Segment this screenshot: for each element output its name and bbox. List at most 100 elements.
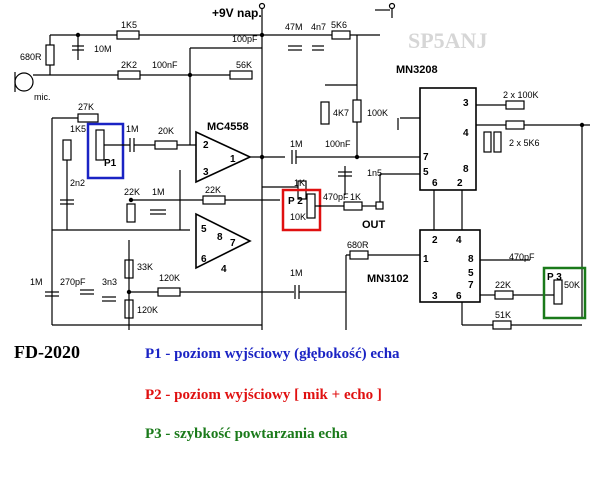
microphone-icon — [14, 72, 34, 92]
opamp-2 — [195, 212, 252, 270]
label-680r-top: 680R — [20, 52, 42, 62]
resistor-51k — [492, 320, 512, 330]
resistor-100k — [352, 99, 362, 123]
label-20k: 20K — [158, 126, 174, 136]
label-470pf-b: 470pF — [509, 252, 535, 262]
label-2x5k6: 2 x 5K6 — [509, 138, 540, 148]
label-51k: 51K — [495, 310, 511, 320]
opamp2-pin5: 5 — [201, 224, 207, 235]
mn3102-pin4: 4 — [456, 235, 462, 246]
supply-terminal — [258, 2, 266, 10]
label-33k: 33K — [137, 262, 153, 272]
pot-p3-label: P 3 — [547, 272, 562, 283]
pot-p2-value: 10K — [290, 212, 306, 222]
pot-p2-label: P 2 — [288, 196, 303, 207]
label-2n2: 2n2 — [70, 178, 85, 188]
pot-p1-label: P1 — [104, 158, 117, 169]
mn3208-pin2: 2 — [457, 178, 463, 189]
resistor-56k — [229, 70, 253, 80]
resistor-27k — [77, 113, 99, 123]
mn3208-pin7: 7 — [423, 152, 429, 163]
label-1m-c: 1M — [30, 277, 43, 287]
label-27k: 27K — [78, 102, 94, 112]
junction — [354, 154, 360, 160]
label-1n5: 1n5 — [367, 168, 382, 178]
opamp-1 — [195, 130, 252, 184]
junction — [187, 72, 193, 78]
resistor-2k2 — [117, 70, 141, 80]
label-470pf-a: 470pF — [323, 192, 349, 202]
mn3208-pin4: 4 — [463, 128, 469, 139]
opamp1-pin2: 2 — [203, 140, 209, 151]
label-120k-b: 120K — [137, 305, 158, 315]
label-100nf-1: 100nF — [152, 60, 178, 70]
opamp2-pin4: 4 — [221, 264, 227, 275]
pot-p1-value: 1M — [126, 124, 139, 134]
ic-mn3102 — [419, 229, 481, 303]
opamp2-pin7: 7 — [230, 238, 236, 249]
supply-label: +9V nap. — [212, 6, 262, 20]
junction — [579, 122, 585, 128]
ic-mn3208-label: MN3208 — [396, 64, 438, 76]
watermark: SP5ANJ — [408, 28, 487, 53]
ic-mn3102-label: MN3102 — [367, 273, 409, 285]
opamp2-pin6: 6 — [201, 254, 207, 265]
mic-label: mic. — [34, 92, 51, 102]
mn3208-pin3: 3 — [463, 98, 469, 109]
label-22k-2: 22K — [205, 185, 221, 195]
label-1m-a: 1M — [152, 187, 165, 197]
pot-p3-resistor[interactable] — [553, 279, 563, 305]
label-1k5: 1K5 — [121, 20, 137, 30]
pot-p1-highlight — [86, 122, 125, 180]
mn3102-pin3: 3 — [432, 291, 438, 302]
mn3102-pin6: 6 — [456, 291, 462, 302]
out-label: OUT — [362, 219, 386, 231]
mn3102-pin1: 1 — [423, 254, 429, 265]
label-10m: 10M — [94, 44, 112, 54]
out-terminal — [375, 201, 384, 210]
label-100pf-top: 100pF — [232, 34, 258, 44]
resistor-22k-2 — [202, 195, 226, 205]
label-22k-1: 22K — [124, 187, 140, 197]
pot-p2-resistor[interactable] — [306, 193, 316, 219]
label-3n3: 3n3 — [102, 277, 117, 287]
pot-p1-resistor[interactable] — [95, 129, 105, 161]
mn3102-pin7: 7 — [468, 280, 474, 291]
mn3208-pin8: 8 — [463, 164, 469, 175]
label-680r-b: 680R — [347, 240, 369, 250]
junction — [126, 289, 132, 295]
resistor-1k-b — [343, 201, 363, 211]
opamp2-pin8: 8 — [217, 232, 223, 243]
resistor-1k5 — [116, 30, 140, 40]
label-1m-d: 1M — [290, 268, 303, 278]
resistor-5k6-a — [483, 131, 492, 153]
label-100k: 100K — [367, 108, 388, 118]
pot-p2-highlight — [281, 188, 322, 232]
schematic-title: FD-2020 — [14, 342, 80, 362]
resistor-22k-1 — [126, 203, 136, 223]
junction — [259, 154, 265, 160]
resistor-100k-a — [505, 100, 525, 110]
resistor-22k-3 — [494, 290, 514, 300]
label-1k5b: 1K5 — [70, 124, 86, 134]
label-2x100k: 2 x 100K — [503, 90, 539, 100]
junction — [128, 197, 134, 203]
resistor-680r-b — [349, 250, 369, 260]
resistor-5k6 — [331, 30, 351, 40]
label-1m-b: 1M — [290, 139, 303, 149]
label-4k7: 4K7 — [333, 108, 349, 118]
resistor-680r-top — [45, 44, 55, 66]
opamp1-pin3: 3 — [203, 167, 209, 178]
legend-p3: P3 - szybkość powtarzania echa — [145, 426, 348, 442]
mn3102-pin2: 2 — [432, 235, 438, 246]
pot-p3-value: 50K — [564, 280, 580, 290]
label-270pf: 270pF — [60, 277, 86, 287]
label-100nf-2: 100nF — [325, 139, 351, 149]
junction — [75, 32, 81, 38]
legend-p2: P2 - poziom wyjściowy [ mik + echo ] — [145, 387, 382, 403]
resistor-120k-a — [157, 287, 181, 297]
resistor-1k5b — [62, 139, 72, 161]
label-120k-a: 120K — [159, 273, 180, 283]
